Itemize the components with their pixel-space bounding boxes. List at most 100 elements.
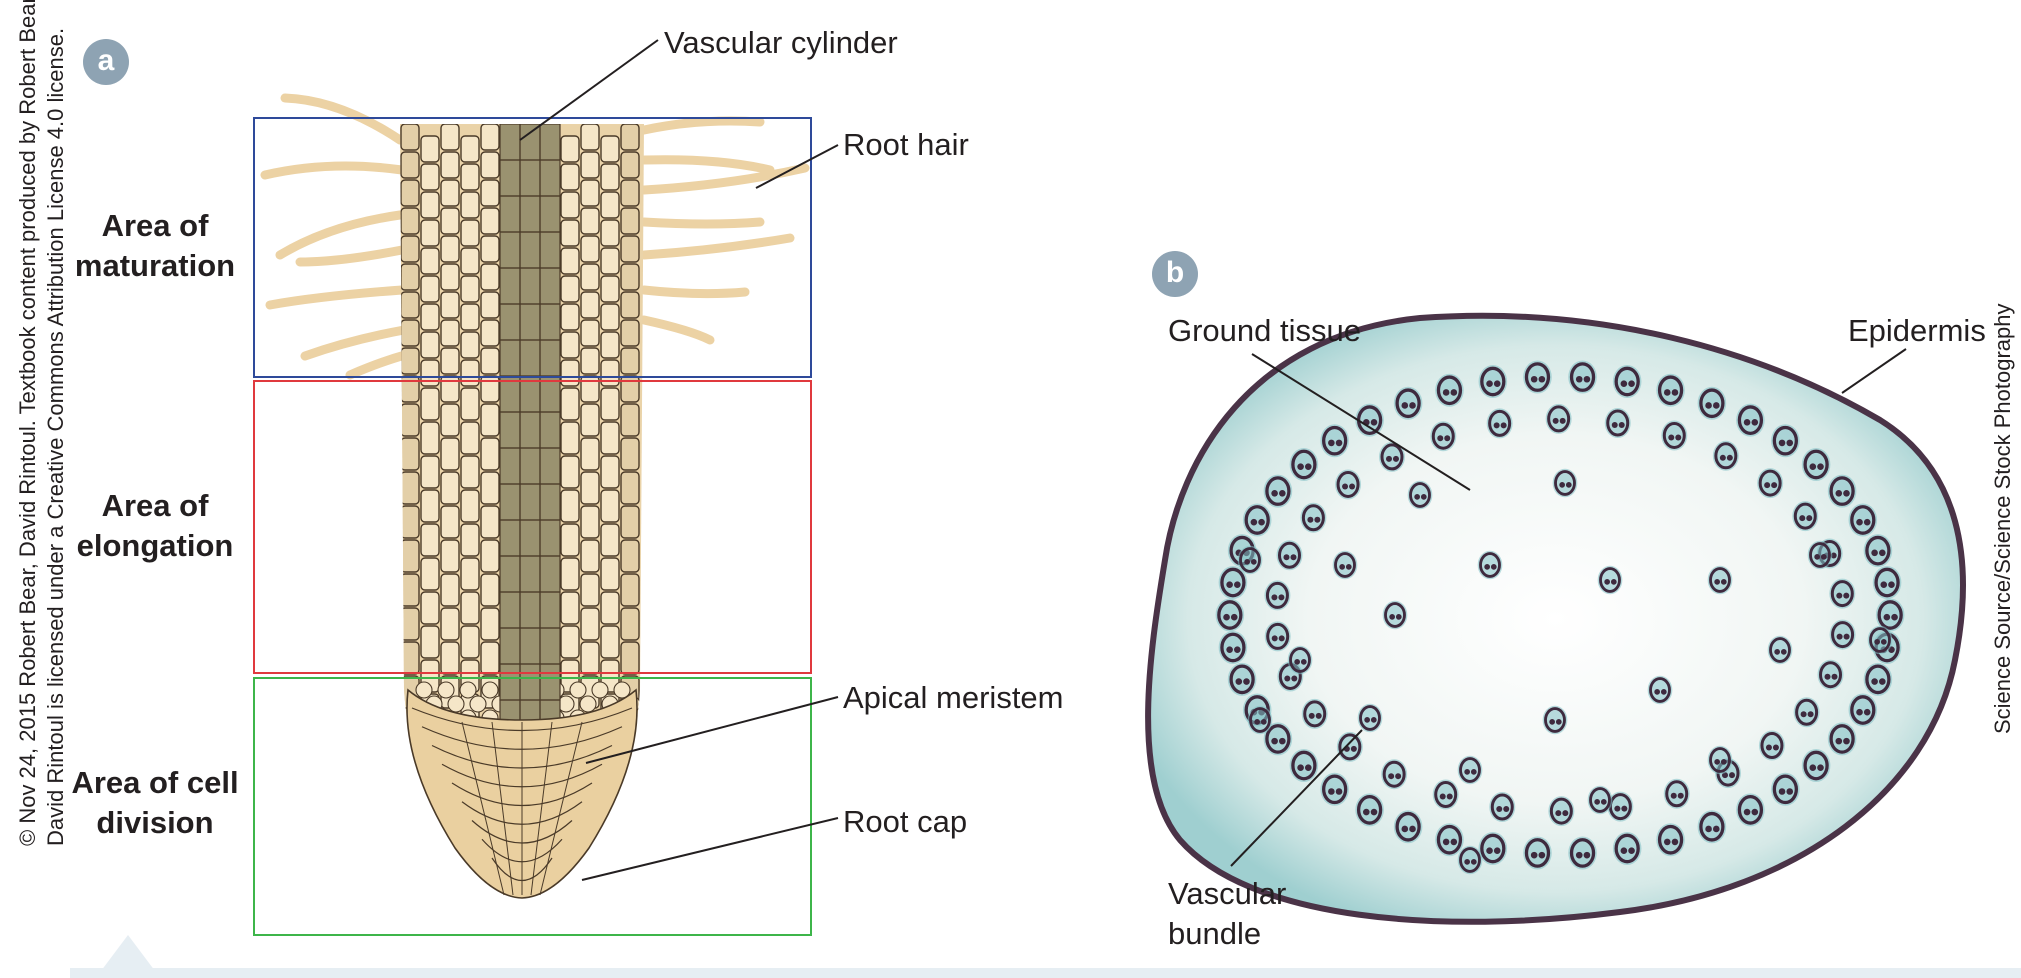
root-cell bbox=[480, 505, 500, 539]
root-hair-strand bbox=[295, 245, 407, 267]
root-cell bbox=[580, 505, 600, 539]
vascular-bundle-vessel bbox=[1705, 402, 1712, 409]
vascular-bundle bbox=[1459, 847, 1481, 873]
root-cell bbox=[460, 219, 480, 247]
vascular-core bbox=[500, 124, 560, 724]
root-cell bbox=[480, 641, 500, 675]
vascular-bundle-vessel bbox=[1223, 613, 1230, 621]
vascular-bundle bbox=[1239, 547, 1261, 573]
vascular-bundle-vessel bbox=[1807, 711, 1814, 718]
vascular-bundle bbox=[1265, 581, 1289, 609]
vascular-bundle-vessel bbox=[1328, 439, 1335, 447]
vascular-bundle bbox=[1524, 362, 1551, 392]
vascular-bundle-vessel bbox=[1314, 516, 1321, 523]
vascular-bundle-vessel bbox=[1891, 613, 1898, 621]
root-hair-strand bbox=[275, 210, 405, 260]
vascular-bundle bbox=[1803, 750, 1829, 781]
vascular-bundle-vessel bbox=[1297, 463, 1304, 470]
vascular-bundle bbox=[1291, 750, 1317, 781]
vascular-bundle bbox=[1459, 757, 1481, 783]
vascular-bundle bbox=[1488, 409, 1512, 437]
root-cell bbox=[600, 275, 620, 303]
vascular-bundle-vessel bbox=[1243, 678, 1250, 685]
vascular-bundle-vessel bbox=[1604, 579, 1610, 585]
vascular-bundle-vessel bbox=[1470, 859, 1477, 865]
root-cell bbox=[620, 641, 640, 675]
root-cell bbox=[580, 539, 600, 573]
vascular-bundle-vessel bbox=[1671, 389, 1679, 396]
vascular-bundle bbox=[1380, 443, 1404, 471]
vascular-bundle-vessel bbox=[1409, 402, 1416, 409]
vascular-bundle-vessel bbox=[1409, 825, 1416, 833]
root-cell bbox=[420, 387, 440, 421]
root-cell bbox=[480, 573, 500, 607]
root-cell bbox=[440, 641, 460, 675]
vascular-bundle-vessel bbox=[1562, 810, 1569, 817]
vascular-bundle bbox=[1229, 664, 1255, 695]
vascular-bundle bbox=[1322, 774, 1348, 805]
root-cell bbox=[440, 291, 460, 319]
vascular-bundle-vessel bbox=[1720, 759, 1727, 765]
root-cell bbox=[560, 591, 580, 625]
vascular-bundle bbox=[1322, 425, 1348, 456]
vascular-bundle-vessel bbox=[1308, 712, 1315, 719]
root-cell bbox=[560, 625, 580, 659]
root-cell bbox=[400, 539, 420, 573]
root-cell bbox=[620, 124, 640, 151]
root-cell bbox=[480, 207, 500, 235]
vascular-bundle-vessel bbox=[1863, 518, 1871, 526]
vascular-bundle-vessel bbox=[1290, 554, 1297, 561]
vascular-bundle bbox=[1338, 733, 1362, 761]
root-cell bbox=[420, 303, 440, 331]
vascular-bundle-vessel bbox=[1675, 434, 1682, 441]
vascular-bundle-vessel bbox=[1335, 788, 1343, 795]
vascular-bundle-vessel bbox=[1442, 838, 1450, 846]
leader-ground-tissue bbox=[1251, 353, 1471, 491]
vascular-bundle bbox=[1436, 375, 1463, 406]
root-cell bbox=[560, 359, 580, 387]
root-cell bbox=[440, 539, 460, 573]
vascular-bundle bbox=[1803, 449, 1829, 480]
footer-band bbox=[70, 968, 2021, 978]
root-cell bbox=[560, 421, 580, 455]
vascular-bundle-vessel bbox=[1420, 494, 1427, 500]
vascular-bundle-vessel bbox=[1260, 719, 1267, 725]
root-hair-strand bbox=[265, 285, 407, 310]
vascular-bundle bbox=[1569, 838, 1596, 868]
root-cell bbox=[400, 291, 420, 319]
vascular-bundle-vessel bbox=[1464, 859, 1470, 865]
vascular-bundle-vessel bbox=[1401, 402, 1409, 409]
root-cell bbox=[400, 235, 420, 263]
root-cell bbox=[460, 591, 480, 625]
root-cells bbox=[400, 124, 641, 755]
vascular-bundle-vessel bbox=[1611, 421, 1618, 428]
root-cell bbox=[600, 387, 620, 421]
vascular-bundle-vessel bbox=[1271, 635, 1278, 642]
vascular-bundle-vessel bbox=[1628, 380, 1635, 387]
vascular-bundle-vessel bbox=[1670, 792, 1677, 799]
vascular-bundle-vessel bbox=[1345, 564, 1352, 570]
root-cell bbox=[440, 235, 460, 263]
vascular-bundle-vessel bbox=[1552, 417, 1559, 424]
vascular-bundle-vessel bbox=[1751, 419, 1759, 426]
root-cell bbox=[600, 455, 620, 489]
root-cell bbox=[620, 235, 640, 263]
vascular-bundle-vessel bbox=[1315, 712, 1322, 719]
leader-vascular-cylinder bbox=[519, 39, 659, 141]
root-cell bbox=[420, 489, 440, 523]
root-cell bbox=[480, 235, 500, 263]
vascular-bundle-vessel bbox=[1370, 808, 1378, 816]
vascular-bundle-vessel bbox=[1442, 389, 1450, 396]
vascular-bundle bbox=[1220, 632, 1246, 663]
vascular-bundle-vessel bbox=[1503, 806, 1510, 813]
vascular-bundle-vessel bbox=[1712, 825, 1720, 833]
root-cell bbox=[420, 247, 440, 275]
root-cell bbox=[600, 421, 620, 455]
root-cell bbox=[440, 263, 460, 291]
root-cell bbox=[460, 135, 480, 163]
vascular-bundle-vessel bbox=[1450, 389, 1458, 396]
vascular-bundle bbox=[1434, 781, 1458, 809]
root-cell bbox=[400, 151, 420, 179]
root-cell bbox=[620, 179, 640, 207]
vascular-bundle-vessel bbox=[1836, 633, 1843, 640]
